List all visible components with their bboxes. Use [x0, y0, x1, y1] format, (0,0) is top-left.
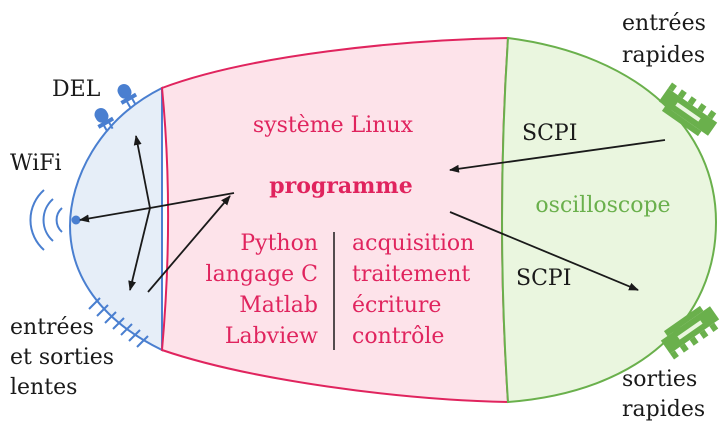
arrow-scpi-in [449, 139, 666, 173]
language-python: Python [240, 231, 318, 256]
fast-input-label-line2: rapides [622, 43, 705, 68]
wifi-label: WiFi [10, 151, 62, 176]
language-matlab: Matlab [239, 293, 318, 318]
language-labview: Labview [225, 324, 318, 349]
task-traitement: traitement [352, 262, 470, 287]
slow-io-label-line3: lentes [10, 375, 77, 400]
slow-io-pins-icon [88, 297, 149, 348]
arrow-to-wifi-tip [79, 207, 151, 223]
linux-system-title: système Linux [253, 113, 414, 138]
task-acquisition: acquisition [352, 231, 474, 256]
arrow-to-wifi [149, 192, 235, 209]
fast-output-label-line2: rapides [622, 397, 705, 422]
arrow-from-slow-io [147, 195, 231, 293]
del-label: DEL [52, 77, 101, 102]
slow-io-label-line2: et sorties [10, 345, 114, 370]
center-panel-region [160, 36, 510, 404]
scpi-out-label: SCPI [516, 266, 571, 291]
language-c: langage C [206, 262, 318, 287]
fast-output-label-line1: sorties [622, 367, 697, 392]
wifi-icon [29, 189, 81, 251]
task-ecriture: écriture [352, 293, 441, 318]
arrow-to-led [133, 135, 151, 209]
task-controle: contrôle [352, 324, 444, 349]
program-label: programme [269, 173, 412, 199]
fast-input-label-line1: entrées [622, 11, 706, 36]
slow-io-label-line1: entrées [10, 315, 94, 340]
program-arrows [79, 135, 666, 293]
fast-input-connector-icon [658, 82, 718, 137]
led-icon [94, 84, 138, 133]
scpi-in-label: SCPI [522, 121, 577, 146]
arrow-scpi-out [449, 211, 639, 291]
arrow-to-slow-io [128, 207, 151, 291]
oscilloscope-title: oscilloscope [535, 193, 670, 218]
fast-output-connector-icon [660, 305, 720, 360]
